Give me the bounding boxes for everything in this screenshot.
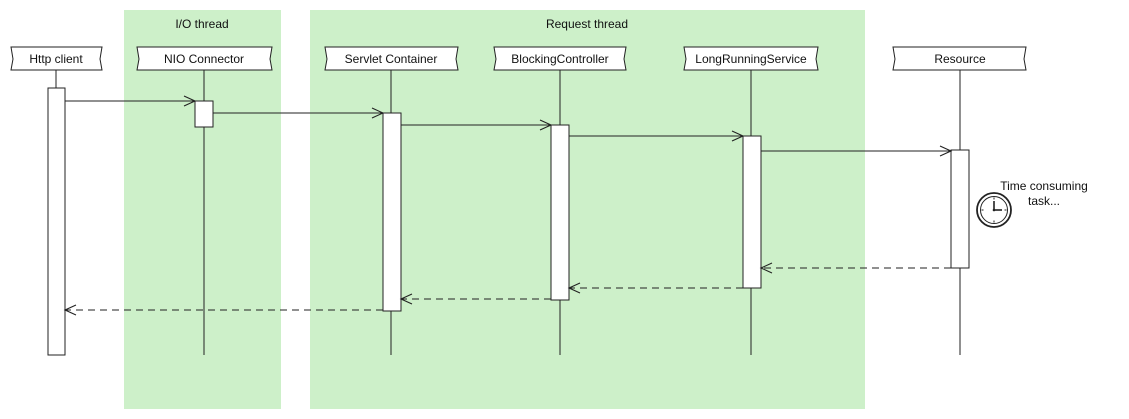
activation-resource xyxy=(950,149,970,269)
activation-blocking-controller xyxy=(550,124,570,301)
participant-label-http-client: Http client xyxy=(29,52,83,66)
participant-label-resource: Resource xyxy=(934,52,986,66)
participant-label-long-running-service: LongRunningService xyxy=(695,52,807,66)
participant-box-servlet-container xyxy=(324,46,459,71)
participant-box-resource xyxy=(892,46,1027,71)
request-thread-label: Request thread xyxy=(546,17,628,31)
participant-label-blocking-controller: BlockingController xyxy=(511,52,608,66)
participant-label-nio-connector: NIO Connector xyxy=(164,52,244,66)
participant-label-servlet-container: Servlet Container xyxy=(345,52,438,66)
io-thread-lane xyxy=(124,10,281,409)
participant-box-nio-connector xyxy=(136,46,273,71)
note-line-1: Time consuming xyxy=(1000,179,1088,193)
activation-http-client xyxy=(47,87,66,356)
clock-icon xyxy=(976,192,1012,228)
activation-long-running-service xyxy=(742,135,762,289)
note-line-2: task... xyxy=(1028,194,1060,208)
activation-nio-connector xyxy=(194,100,214,128)
request-thread-lane xyxy=(310,10,865,409)
participant-box-long-running-service xyxy=(683,46,819,71)
participant-box-http-client xyxy=(10,46,103,71)
participant-box-blocking-controller xyxy=(493,46,627,71)
io-thread-label: I/O thread xyxy=(175,17,228,31)
activation-servlet-container xyxy=(382,112,402,312)
